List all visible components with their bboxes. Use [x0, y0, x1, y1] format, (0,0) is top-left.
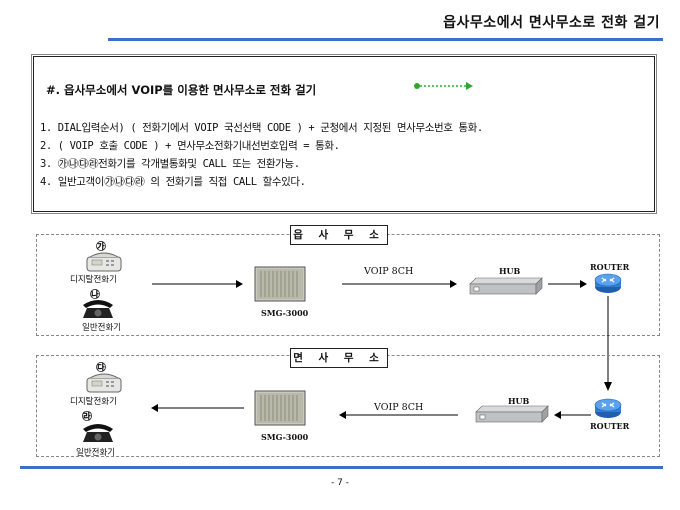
normal-phone-label-lower: 일반전화기 [76, 448, 116, 458]
arrow-hub-to-device [339, 411, 458, 419]
router-icon [594, 398, 622, 418]
arrow-router-down [604, 296, 612, 391]
info-line-4: 4. 일반고객이㉮㉯㉰㉱ 의 전화기를 직접 CALL 할수있다. [40, 176, 306, 188]
arrow-hub-to-router [548, 280, 587, 288]
lower-zone-label: 면 사 무 소 [290, 348, 388, 368]
router-label-upper: ROUTER [590, 262, 630, 272]
page-title: 읍사무소에서 면사무소로 전화 걸기 [443, 15, 660, 31]
info-heading: #. 읍사무소에서 VOIP를 이용한 면사무소로 전화 걸기 [46, 83, 317, 97]
router-icon [594, 273, 622, 293]
info-line-2: 2. ( VOIP 호출 CODE ) + 면사무소전화기내선번호입력 = 통화… [40, 140, 340, 152]
marker-a: ㉮ [96, 242, 106, 253]
device-label-lower: SMG-3000 [261, 432, 309, 442]
hub-icon [475, 405, 549, 423]
page-number: - 7 - [331, 478, 349, 488]
smg-device-icon [254, 390, 306, 426]
hub-label-upper: HUB [499, 266, 521, 276]
title-underline [108, 38, 663, 41]
info-line-3: 3. ㉮㉯㉰㉱전화기를 각개별통화및 CALL 또는 전환가능. [40, 158, 300, 170]
router-label-lower: ROUTER [590, 421, 630, 431]
marker-c: ㉰ [96, 363, 106, 374]
marker-b: ㉯ [90, 290, 100, 301]
footer-rule [20, 466, 663, 469]
hub-icon [469, 277, 543, 295]
info-line-1: 1. DIAL입력순서) ( 전화기에서 VOIP 국선선택 CODE ) + … [40, 122, 483, 134]
arrow-phones-to-device [152, 280, 243, 288]
black-phone-icon [83, 300, 113, 318]
hub-label-lower: HUB [508, 396, 530, 406]
digital-phone-label-upper: 디지탈전화기 [70, 275, 117, 285]
digital-phone-icon [86, 373, 122, 393]
arrow-device-to-phones [151, 404, 244, 412]
green-arrow-icon [414, 82, 473, 90]
device-label-upper: SMG-3000 [261, 308, 309, 318]
black-phone-icon [83, 424, 113, 442]
voip-link-label-upper: VOIP 8CH [364, 266, 414, 277]
arrow-device-to-hub [342, 280, 457, 288]
voip-link-label-lower: VOIP 8CH [374, 402, 424, 413]
lower-zone [36, 355, 660, 457]
normal-phone-label-upper: 일반전화기 [82, 323, 122, 333]
digital-phone-icon [86, 252, 122, 272]
arrow-router-to-hub [554, 411, 591, 419]
marker-d: ㉱ [82, 412, 92, 423]
digital-phone-label-lower: 디지탈전화기 [70, 397, 117, 407]
smg-device-icon [254, 266, 306, 302]
upper-zone-label: 읍 사 무 소 [290, 225, 388, 245]
info-box [33, 56, 655, 212]
